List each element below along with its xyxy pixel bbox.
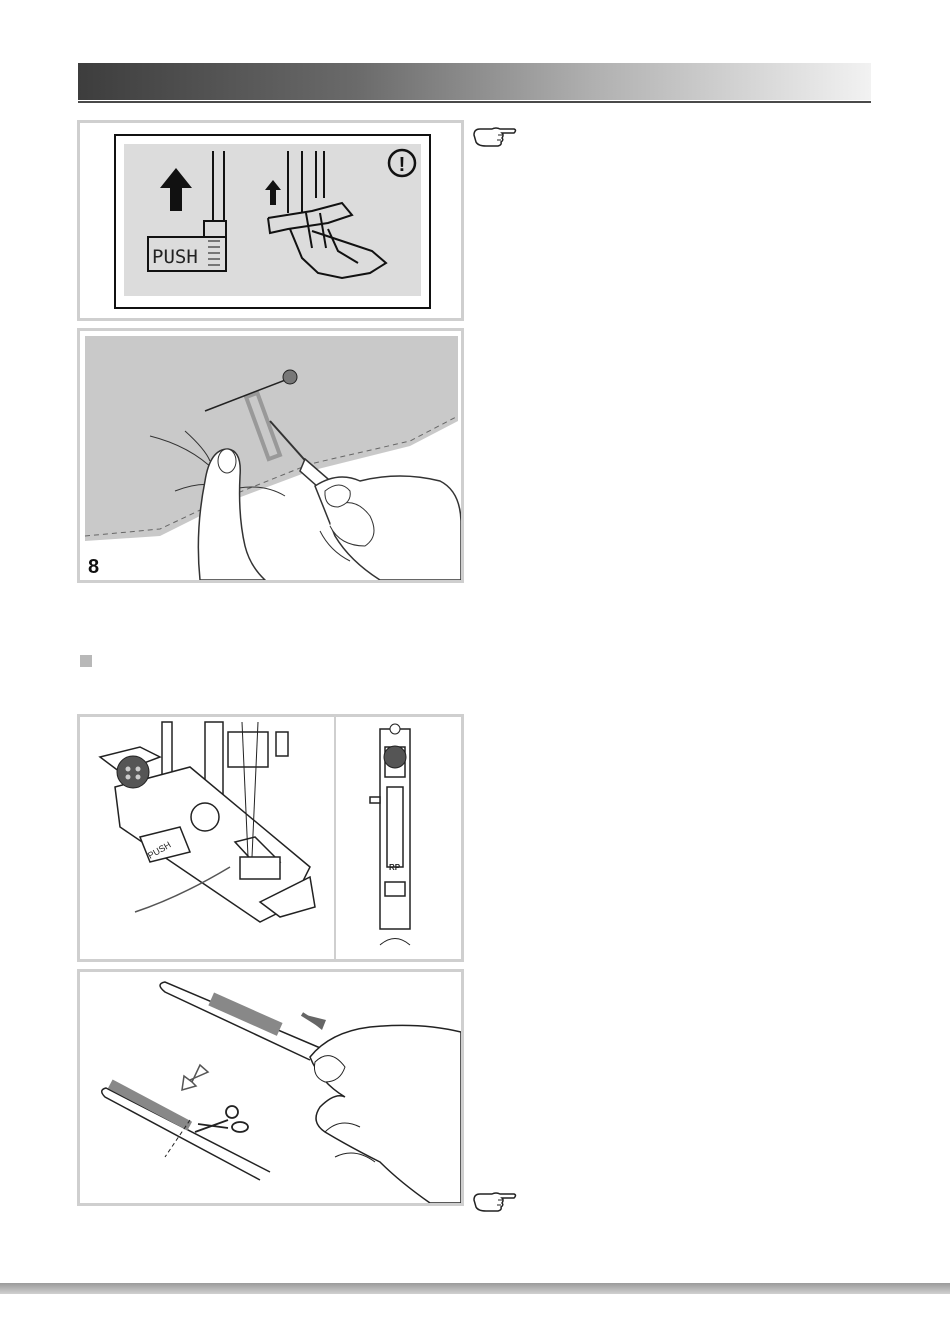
cord-figure	[77, 969, 464, 1206]
header-rule	[78, 101, 871, 103]
header-bar	[78, 63, 871, 100]
section-bullet	[80, 655, 92, 667]
arrow-icon	[302, 1014, 326, 1030]
lcd-push-label: PUSH	[152, 246, 198, 268]
buttonhole-foot-figure: PUSH RP	[77, 714, 464, 962]
scissors-icon	[195, 1106, 248, 1132]
footer-bar	[0, 1283, 950, 1294]
lcd-figure: PUSH !	[77, 120, 464, 321]
arrow-outline-icon	[182, 1065, 208, 1090]
pointing-hand-icon	[472, 1190, 518, 1216]
pointing-hand-icon	[472, 125, 518, 151]
figure-number: 8	[88, 556, 99, 579]
svg-text:!: !	[399, 154, 406, 176]
fabric-figure: 8	[77, 328, 464, 583]
foot-rp-label: RP	[389, 863, 401, 872]
